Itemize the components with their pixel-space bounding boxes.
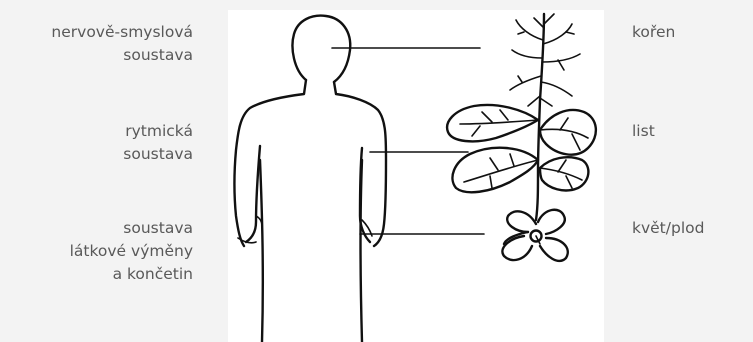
label-line: látkové výměny bbox=[70, 240, 193, 263]
label-line: soustava bbox=[123, 143, 193, 166]
label-line: soustava bbox=[51, 44, 193, 67]
label-line: nervově-smyslová bbox=[51, 21, 193, 44]
label-metabolic-limb-system: soustava látkové výměny a končetin bbox=[70, 217, 193, 286]
inverted-plant-icon bbox=[447, 14, 596, 261]
label-flower-fruit: květ/plod bbox=[632, 217, 704, 240]
label-line: rytmická bbox=[123, 120, 193, 143]
illustration-panel bbox=[228, 10, 604, 342]
label-leaf: list bbox=[632, 120, 655, 143]
human-plant-illustration bbox=[228, 10, 604, 342]
label-line: květ/plod bbox=[632, 217, 704, 240]
label-line: a končetin bbox=[70, 263, 193, 286]
label-line: list bbox=[632, 120, 655, 143]
label-nervous-sensory-system: nervově-smyslová soustava bbox=[51, 21, 193, 67]
flower-icon bbox=[502, 210, 567, 261]
human-figure-icon bbox=[235, 16, 387, 342]
label-line: soustava bbox=[70, 217, 193, 240]
label-root: kořen bbox=[632, 21, 675, 44]
label-rhythmic-system: rytmická soustava bbox=[123, 120, 193, 166]
label-line: kořen bbox=[632, 21, 675, 44]
